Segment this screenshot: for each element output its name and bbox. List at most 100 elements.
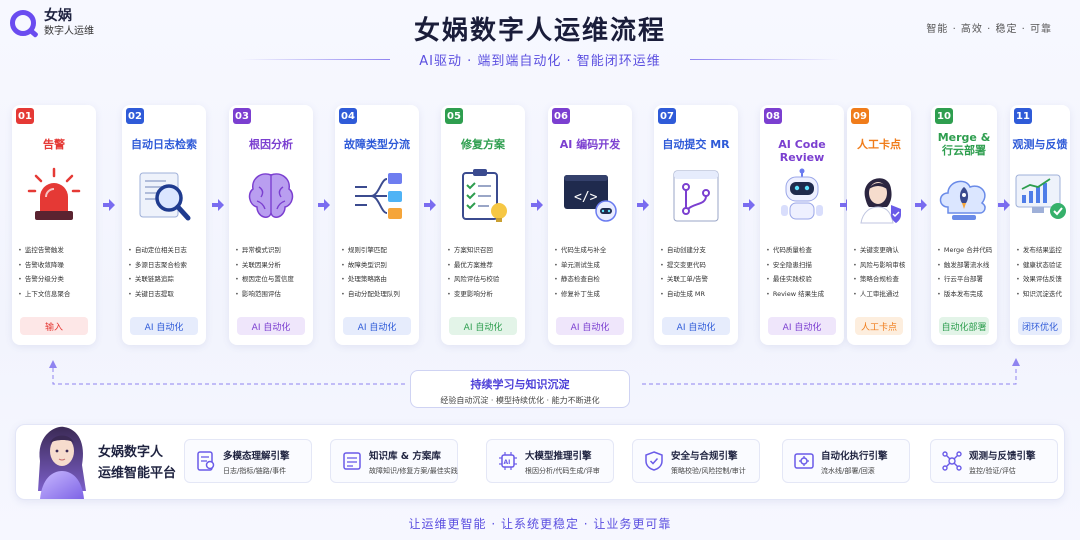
engine-subtitle: 根因分析/代码生成/评审 (525, 467, 600, 475)
step-bullet: 风险评估与校验 (447, 272, 525, 287)
step-bullet: 最优方案推荐 (447, 258, 525, 273)
knowledge-loop-box: 持续学习与知识沉淀 经验自动沉淀 · 模型持续优化 · 能力不断进化 (410, 370, 630, 408)
step-bullet: 故障类型识别 (341, 258, 419, 273)
step-bullet: 效果评估反馈 (1016, 272, 1070, 287)
step-bullet: Merge 合并代码 (937, 243, 997, 258)
step-number: 02 (126, 108, 144, 124)
step-title: 自动日志检索 (131, 138, 197, 151)
step-bullet: 安全隐患扫描 (766, 258, 844, 273)
step-bullet: 规则引擎匹配 (341, 243, 419, 258)
step-bullet: 策略合规检查 (853, 272, 911, 287)
subtitle-divider-right (690, 59, 840, 60)
header-tags: 智能 · 高效 · 稳定 · 可靠 (926, 24, 1052, 35)
logo-icon (10, 10, 36, 36)
step-title: AI 编码开发 (559, 138, 621, 151)
step-title: 根因分析 (249, 138, 293, 151)
step-bullet: 最佳实践校验 (766, 272, 844, 287)
step-badge: AI 自动化 (237, 317, 305, 335)
step-number: 08 (764, 108, 782, 124)
step-card-04: 04故障类型分流规则引擎匹配故障类型识别处理策略路由自动分配处理队列AI 自动化 (335, 105, 419, 345)
step-badge: AI 自动化 (556, 317, 624, 335)
step-bullet: 代码生成与补全 (554, 243, 632, 258)
step-title: Merge & 行云部署 (937, 131, 991, 158)
solution-checklist-icon (455, 167, 511, 225)
routing-icon (349, 167, 405, 225)
step-bullet: 健康状态验证 (1016, 258, 1070, 273)
merge-request-icon (668, 167, 724, 225)
step-bullet: 关联链路追踪 (128, 272, 206, 287)
step-bullet: 行云平台部署 (937, 272, 997, 287)
step-bullet: 关联因果分析 (235, 258, 313, 273)
engine-title: 安全与合规引擎 (671, 451, 738, 462)
step-title: AI Code Review (778, 138, 826, 165)
engine-title: 知识库 & 方案库 (369, 451, 441, 462)
step-bullet: 关键日志提取 (128, 287, 206, 302)
step-title: 修复方案 (461, 138, 505, 151)
step-bullet: 方案知识召回 (447, 243, 525, 258)
step-number: 05 (445, 108, 463, 124)
step-bullet: 处理策略路由 (341, 272, 419, 287)
robot-icon (774, 167, 830, 225)
step-bullet: 自动分配处理队列 (341, 287, 419, 302)
page-subtitle: AI驱动 · 端到端自动化 · 智能闭环运维 (419, 54, 661, 69)
step-number: 10 (935, 108, 953, 124)
step-card-11: 11观测与反馈发布结果监控健康状态验证效果评估反馈知识沉淀迭代闭环优化 (1010, 105, 1070, 345)
flow-arrow-icon (915, 199, 927, 211)
step-badge: 人工卡点 (855, 317, 903, 335)
step-card-05: 05 修复方案方案知识召回最优方案推荐风险评估与校验变更影响分析 AI 自动化 (441, 105, 525, 345)
step-card-03: 03根因分析异常模式识别关联因果分析根因定位与置信度影响范围评估AI 自动化 (229, 105, 313, 345)
network-icon (941, 450, 963, 472)
step-bullets: 代码质量检查安全隐患扫描最佳实践校验Review 结果生成 (766, 243, 844, 301)
step-bullet: 代码质量检查 (766, 243, 844, 258)
step-badge: AI 自动化 (343, 317, 411, 335)
step-title: 自动提交 MR (662, 138, 730, 151)
step-bullet: 静态检查自检 (554, 272, 632, 287)
step-bullet: 关键变更确认 (853, 243, 911, 258)
engine-card: 自动化执行引擎流水线/部署/回滚 (782, 439, 910, 483)
step-number: 11 (1014, 108, 1032, 124)
step-bullets: 方案知识召回最优方案推荐风险评估与校验变更影响分析 (447, 243, 525, 301)
step-bullets: 监控告警触发告警收敛降噪告警分级分类上下文信息聚合 (18, 243, 96, 301)
step-bullet: 知识沉淀迭代 (1016, 287, 1070, 302)
step-bullet: 自动生成 MR (660, 287, 738, 302)
engine-subtitle: 故障知识/修复方案/最佳实践 (369, 467, 458, 475)
step-bullets: 发布结果监控健康状态验证效果评估反馈知识沉淀迭代 (1016, 243, 1070, 301)
step-badge: 闭环优化 (1018, 317, 1062, 335)
step-bullet: 自动创建分支 (660, 243, 738, 258)
subtitle-divider-left (240, 59, 390, 60)
step-card-09: 09人工卡点关键变更确认风险与影响审核策略合规检查人工审批通过人工卡点 (847, 105, 911, 345)
step-title: 告警 (43, 138, 65, 151)
step-bullets: Merge 合并代码触发部署流水线行云平台部署版本发布完成 (937, 243, 997, 301)
step-bullet: 告警分级分类 (18, 272, 96, 287)
flow-arrow-icon (318, 199, 330, 211)
step-bullet: 多源日志聚合检索 (128, 258, 206, 273)
step-bullet: 提交变更代码 (660, 258, 738, 273)
step-bullet: 人工审批通过 (853, 287, 911, 302)
siren-icon (26, 167, 82, 225)
engine-title: 大模型推理引擎 (525, 451, 592, 462)
step-bullet: 根因定位与置信度 (235, 272, 313, 287)
step-badge: AI 自动化 (130, 317, 198, 335)
engine-subtitle: 流水线/部署/回滚 (821, 467, 875, 475)
flow-arrow-icon (424, 199, 436, 211)
step-bullets: 自动创建分支提交变更代码关联工单/告警自动生成 MR (660, 243, 738, 301)
flow-arrow-icon (103, 199, 115, 211)
code-robot-icon: </> (562, 167, 618, 225)
step-bullet: 监控告警触发 (18, 243, 96, 258)
flow-arrow-icon (530, 199, 543, 211)
logo-subtitle: 数字人运维 (44, 25, 94, 37)
loop-subtitle: 经验自动沉淀 · 模型持续优化 · 能力不断进化 (440, 396, 600, 405)
logo-name: 女娲 (44, 8, 72, 24)
svg-text:</>: </> (574, 190, 598, 205)
shield-icon (643, 450, 665, 472)
engine-title: 多模态理解引擎 (223, 451, 290, 462)
step-badge: AI 自动化 (449, 317, 517, 335)
step-bullets: 自动定位相关日志多源日志聚合检索关联链路追踪关键日志提取 (128, 243, 206, 301)
step-number: 06 (552, 108, 570, 124)
platform-title-line1: 女娲数字人 (98, 445, 164, 460)
svg-text:AI: AI (504, 459, 511, 466)
engine-subtitle: 策略校验/风险控制/审计 (671, 467, 746, 475)
step-number: 03 (233, 108, 251, 124)
